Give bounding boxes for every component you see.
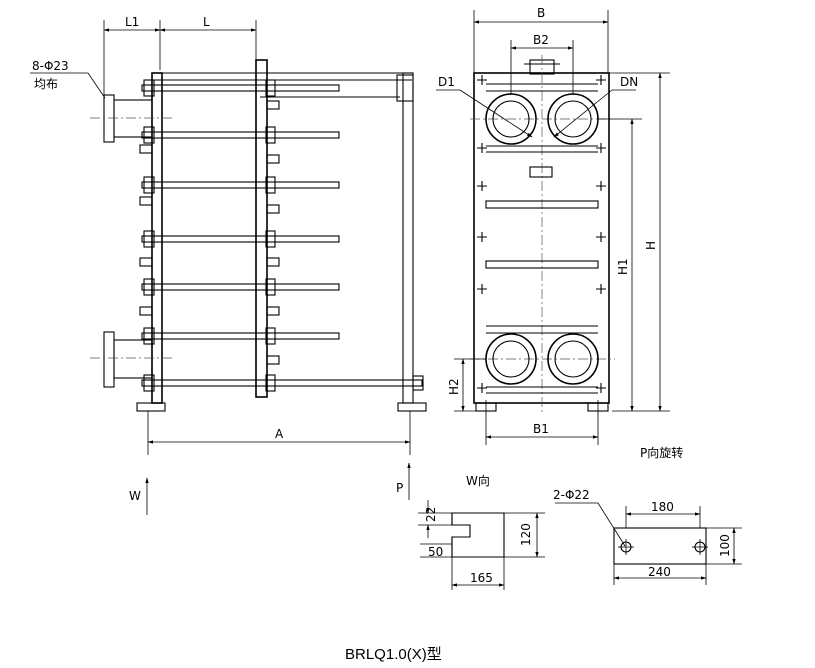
dim-100: 100 bbox=[718, 534, 732, 557]
front-view bbox=[470, 55, 615, 415]
frame-plate-outline bbox=[473, 72, 610, 404]
dim-22: 22 bbox=[424, 507, 438, 522]
label-L1: L1 bbox=[125, 15, 139, 29]
pressure-plate bbox=[255, 59, 268, 398]
label-foot-holes: 2-Φ22 bbox=[553, 488, 590, 502]
dim-50: 50 bbox=[428, 545, 443, 559]
label-W: W bbox=[129, 489, 141, 503]
dim-180: 180 bbox=[651, 500, 674, 514]
w-view-detail bbox=[418, 500, 545, 590]
label-A: A bbox=[275, 427, 284, 441]
label-p-view: P向旋转 bbox=[640, 445, 683, 460]
label-H1: H1 bbox=[616, 258, 630, 275]
label-B: B bbox=[537, 6, 545, 20]
dim-240: 240 bbox=[648, 565, 671, 579]
drawing-title: BRLQ1.0(X)型 bbox=[345, 646, 442, 663]
tie-bolts bbox=[141, 79, 424, 392]
p-view-foot-plate bbox=[555, 502, 742, 585]
label-w-view: W向 bbox=[466, 473, 490, 488]
label-P: P bbox=[396, 481, 403, 495]
label-D1: D1 bbox=[438, 75, 455, 89]
dim-165: 165 bbox=[470, 571, 493, 585]
front-view-dimensions bbox=[436, 10, 670, 445]
label-DN: DN bbox=[620, 75, 638, 89]
lower-nozzle bbox=[90, 331, 175, 388]
label-hole-spec: 8-Φ23 bbox=[32, 59, 69, 73]
label-H: H bbox=[644, 241, 658, 250]
label-B2: B2 bbox=[533, 33, 549, 47]
dim-120: 120 bbox=[519, 523, 533, 546]
label-L: L bbox=[203, 15, 210, 29]
side-view bbox=[90, 59, 427, 412]
label-H2: H2 bbox=[447, 378, 461, 395]
upper-nozzle bbox=[90, 94, 175, 143]
label-B1: B1 bbox=[533, 422, 549, 436]
lower-ports bbox=[485, 325, 599, 394]
side-view-dimensions bbox=[30, 20, 411, 515]
bolt-marks bbox=[477, 75, 606, 393]
label-hole-note: 均布 bbox=[34, 77, 58, 91]
